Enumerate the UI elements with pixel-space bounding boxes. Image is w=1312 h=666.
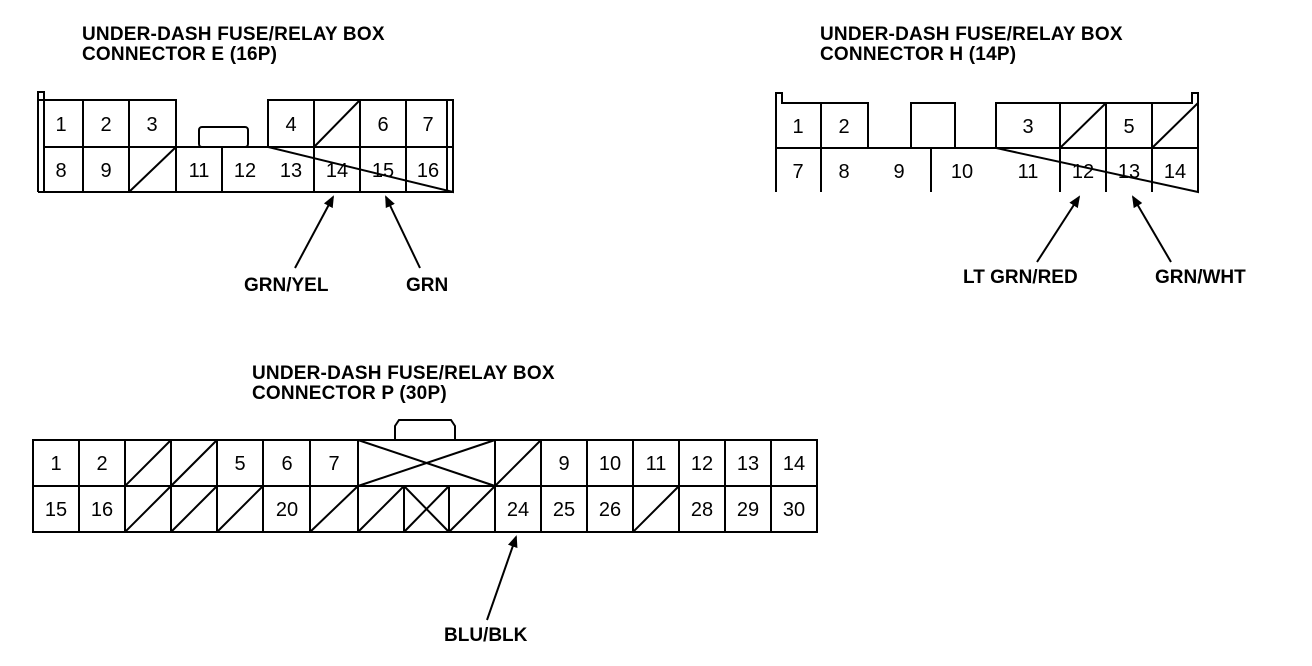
h-pin-12: 12 — [1072, 161, 1094, 183]
connector-p-housing — [32, 419, 818, 533]
e-pin-8: 8 — [55, 160, 66, 182]
h-pin-2: 2 — [838, 116, 849, 138]
p-pin-13: 13 — [737, 453, 759, 475]
p-pin-30: 30 — [783, 499, 805, 521]
arrow-h-pin13 — [1131, 195, 1172, 263]
arrow-e-pin14 — [294, 195, 334, 269]
p-pin-15: 15 — [45, 499, 67, 521]
p-pin-2: 2 — [96, 453, 107, 475]
e-pin-12: 12 — [234, 160, 256, 182]
connector-e-housing — [37, 91, 454, 194]
connector-e-title-line2: CONNECTOR E (16P) — [82, 44, 278, 65]
e-pin-3: 3 — [146, 114, 157, 136]
e-pin-13: 13 — [280, 160, 302, 182]
h-pin-3: 3 — [1022, 116, 1033, 138]
e-pin-14: 14 — [326, 160, 348, 182]
p-pin-25: 25 — [553, 499, 575, 521]
connector-h-title-line1: UNDER-DASH FUSE/RELAY BOX — [820, 24, 1123, 45]
wire-label-h-pin12: LT GRN/RED — [963, 267, 1078, 288]
p-pin-29: 29 — [737, 499, 759, 521]
p-pin-6: 6 — [281, 453, 292, 475]
e-pin-7: 7 — [422, 114, 433, 136]
connector-p-title: UNDER-DASH FUSE/RELAY BOX CONNECTOR P (3… — [252, 364, 555, 404]
e-pin-6: 6 — [377, 114, 388, 136]
e-pin-1: 1 — [55, 114, 66, 136]
wire-label-e-pin15: GRN — [406, 275, 449, 296]
h-pin-14: 14 — [1164, 161, 1186, 183]
h-pin-8: 8 — [838, 161, 849, 183]
h-pin-11: 11 — [1018, 161, 1039, 183]
p-pin-24: 24 — [507, 499, 529, 521]
h-pin-5: 5 — [1123, 116, 1134, 138]
p-pin-11: 11 — [646, 453, 667, 475]
p-pin-10: 10 — [599, 453, 621, 475]
p-pin-28: 28 — [691, 499, 713, 521]
e-pin-11: 11 — [189, 160, 210, 182]
connector-p-title-line1: UNDER-DASH FUSE/RELAY BOX — [252, 363, 555, 384]
h-pin-10: 10 — [951, 161, 973, 183]
e-pin-2: 2 — [100, 114, 111, 136]
h-pin-9: 9 — [893, 161, 904, 183]
p-pin-12: 12 — [691, 453, 713, 475]
arrow-p-pin24 — [486, 535, 518, 621]
e-pin-4: 4 — [285, 114, 296, 136]
p-pin-1: 1 — [50, 453, 61, 475]
connector-e-title: UNDER-DASH FUSE/RELAY BOX CONNECTOR E (1… — [82, 25, 385, 65]
connector-e-title-line1: UNDER-DASH FUSE/RELAY BOX — [82, 24, 385, 45]
p-pin-20: 20 — [276, 499, 298, 521]
connector-h-title: UNDER-DASH FUSE/RELAY BOX CONNECTOR H (1… — [820, 25, 1123, 65]
p-pin-9: 9 — [558, 453, 569, 475]
connector-e-pins: 1 2 3 4 6 7 8 9 11 12 13 14 15 16 — [55, 114, 439, 182]
h-pin-1: 1 — [792, 116, 803, 138]
p-pin-14: 14 — [783, 453, 805, 475]
p-pin-26: 26 — [599, 499, 621, 521]
wire-label-e-pin14: GRN/YEL — [244, 275, 329, 296]
wire-label-p-pin24: BLU/BLK — [444, 625, 528, 646]
h-pin-13: 13 — [1118, 161, 1140, 183]
p-pin-7: 7 — [328, 453, 339, 475]
arrow-e-pin15 — [385, 195, 421, 269]
connector-p-pins: 1 2 5 6 7 9 10 11 12 13 14 15 16 20 24 2… — [45, 453, 805, 521]
connector-h-title-line2: CONNECTOR H (14P) — [820, 44, 1017, 65]
p-pin-16: 16 — [91, 499, 113, 521]
e-pin-15: 15 — [372, 160, 394, 182]
e-pin-9: 9 — [100, 160, 111, 182]
arrow-h-pin12 — [1036, 195, 1081, 263]
connector-p-title-line2: CONNECTOR P (30P) — [252, 383, 447, 404]
e-pin-16: 16 — [417, 160, 439, 182]
h-pin-7: 7 — [792, 161, 803, 183]
connector-h-housing — [775, 92, 1199, 194]
p-pin-5: 5 — [234, 453, 245, 475]
connector-h-pins: 1 2 3 5 7 8 9 10 11 12 13 14 — [792, 116, 1186, 183]
wire-label-h-pin13: GRN/WHT — [1155, 267, 1246, 288]
